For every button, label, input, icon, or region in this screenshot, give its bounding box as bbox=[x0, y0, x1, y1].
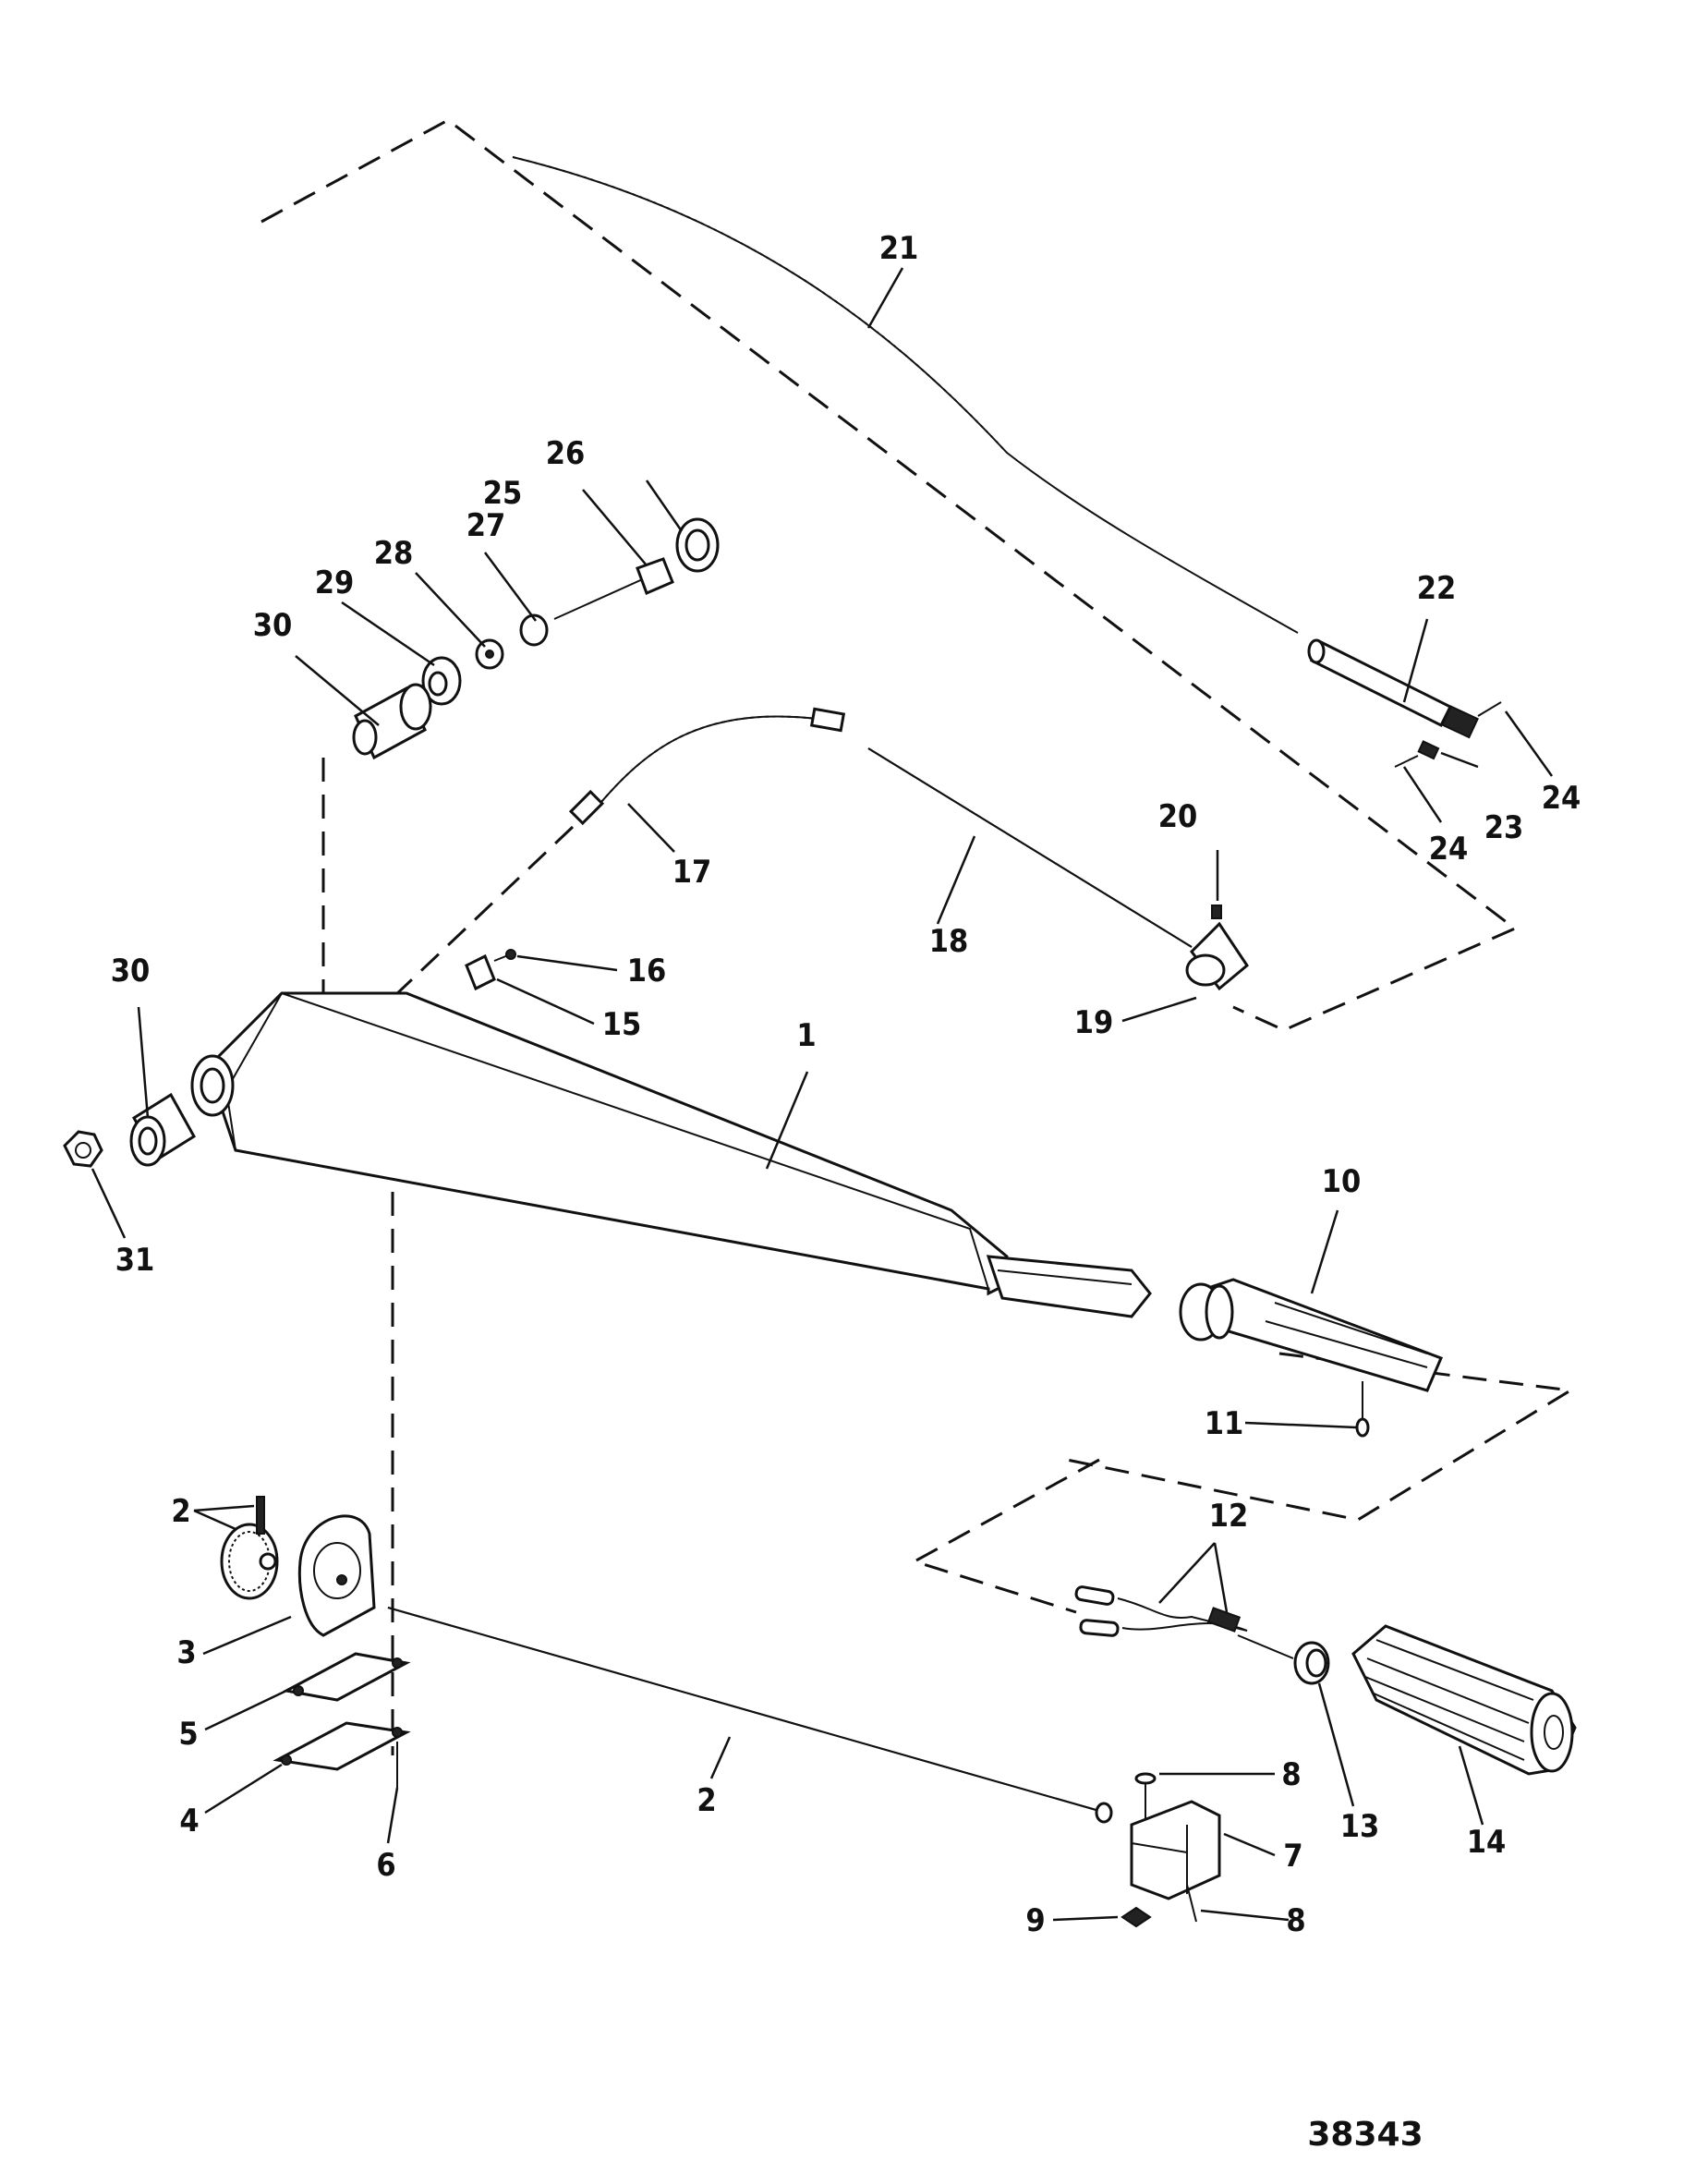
callout-18: 18 bbox=[929, 923, 969, 960]
stop-switch-wires bbox=[1074, 1585, 1294, 1659]
grip-bushing-part bbox=[1179, 1278, 1443, 1438]
callout-17: 17 bbox=[672, 854, 712, 891]
callout-30-upper: 30 bbox=[253, 607, 293, 644]
callout-15: 15 bbox=[602, 1006, 642, 1043]
callout-5: 5 bbox=[178, 1716, 198, 1753]
callout-23: 23 bbox=[1484, 809, 1524, 846]
callout-2-gear: 2 bbox=[171, 1493, 190, 1530]
throttle-shaft-part bbox=[387, 1607, 1113, 1824]
callout-31: 31 bbox=[115, 1242, 155, 1279]
assembly-dashed-lines bbox=[260, 118, 1575, 1755]
callout-8-lower: 8 bbox=[1286, 1902, 1305, 1939]
dashed-outline-grip-bushing bbox=[1066, 1352, 1575, 1522]
plates-part bbox=[273, 1652, 411, 1788]
callout-11: 11 bbox=[1205, 1405, 1244, 1442]
left-bushing-and-nut bbox=[63, 1092, 197, 1168]
tiller-handle-part bbox=[190, 991, 1152, 1318]
cable-end-assembly bbox=[1307, 638, 1502, 768]
callout-24-right: 24 bbox=[1542, 780, 1581, 817]
throttle-cable-part bbox=[512, 156, 1299, 634]
handle-grip-part bbox=[1351, 1624, 1577, 1776]
callout-25: 25 bbox=[483, 475, 523, 512]
clamp-part bbox=[1120, 1772, 1221, 1928]
callout-28: 28 bbox=[374, 535, 414, 572]
callout-24-left: 24 bbox=[1429, 831, 1469, 868]
callout-19: 19 bbox=[1074, 1004, 1114, 1041]
callout-9: 9 bbox=[1025, 1902, 1045, 1939]
clip-and-screw bbox=[465, 949, 516, 991]
grommet-part bbox=[1293, 1641, 1330, 1685]
callout-7: 7 bbox=[1283, 1838, 1302, 1875]
callout-4: 4 bbox=[179, 1803, 199, 1839]
pivot-hardware bbox=[352, 517, 720, 760]
callout-10: 10 bbox=[1322, 1163, 1362, 1200]
callout-6: 6 bbox=[376, 1847, 395, 1884]
callout-13: 13 bbox=[1340, 1808, 1380, 1845]
callout-3: 3 bbox=[176, 1634, 196, 1671]
callout-20: 20 bbox=[1158, 798, 1198, 835]
leader-lines bbox=[91, 267, 1554, 1922]
cam-part bbox=[297, 1514, 376, 1637]
callout-30-left: 30 bbox=[111, 953, 151, 989]
callout-2-shaft: 2 bbox=[697, 1782, 716, 1819]
callout-12: 12 bbox=[1209, 1498, 1249, 1535]
callout-16: 16 bbox=[627, 953, 667, 989]
shaft-and-rod bbox=[568, 707, 1249, 991]
callout-8-upper: 8 bbox=[1281, 1756, 1301, 1793]
callout-labels: 1 2 2 3 4 5 6 7 8 8 9 10 11 12 13 14 15 … bbox=[111, 230, 1581, 1939]
gear-part bbox=[220, 1496, 279, 1600]
dashed-outline-throttle-cable bbox=[260, 118, 1518, 1032]
callout-26: 26 bbox=[546, 435, 586, 472]
callout-1: 1 bbox=[796, 1017, 816, 1054]
callout-27: 27 bbox=[466, 507, 506, 544]
callout-14: 14 bbox=[1467, 1824, 1507, 1861]
dashed-line-flexible-shaft bbox=[391, 825, 575, 1000]
dashed-outline-stop-switch bbox=[911, 1458, 1100, 1614]
diagram-reference-number: 38343 bbox=[1307, 2116, 1423, 2154]
callout-29: 29 bbox=[315, 565, 355, 601]
callout-21: 21 bbox=[879, 230, 919, 267]
callout-22: 22 bbox=[1417, 570, 1457, 607]
